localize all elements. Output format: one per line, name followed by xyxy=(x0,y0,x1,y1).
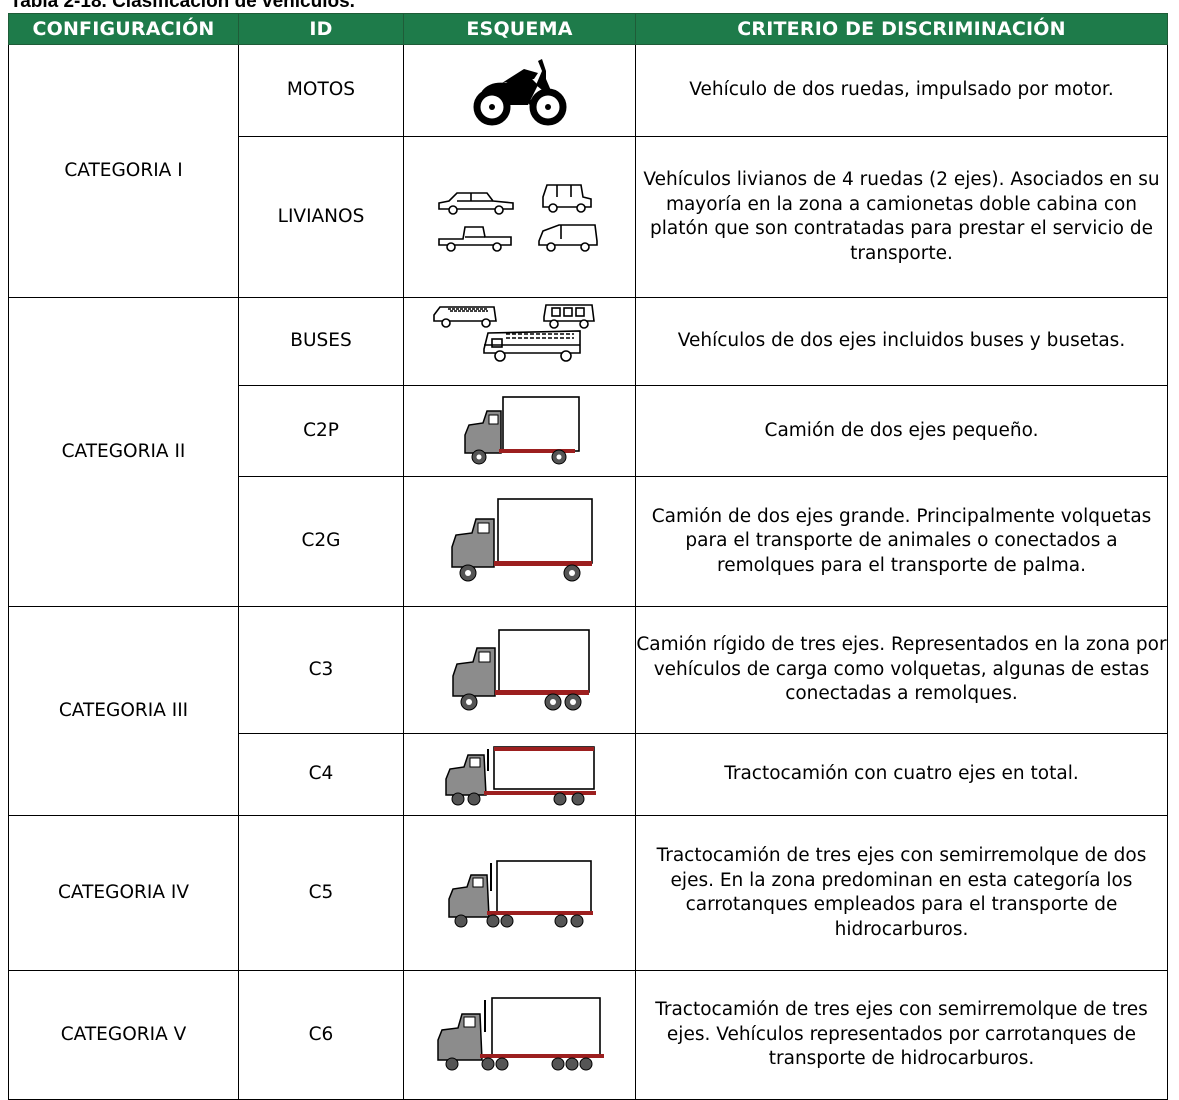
scheme-cell xyxy=(403,970,636,1100)
scheme-cell xyxy=(403,815,636,971)
truck-c6-icon xyxy=(436,997,604,1071)
scheme-cell xyxy=(403,44,636,137)
criterion-cell: Vehículos de dos ejes incluidos buses y … xyxy=(635,297,1168,386)
vehicle-id-cell: BUSES xyxy=(238,297,404,386)
table-row: CATEGORIA III C3 Camión rígido de tres e… xyxy=(8,606,1168,816)
criterion-cell: Camión de dos ejes pequeño. xyxy=(635,385,1168,477)
vehicle-id-cell: C2G xyxy=(238,476,404,607)
criterion-cell: Tractocamión de tres ejes con semirremol… xyxy=(635,970,1168,1100)
category-cell: CATEGORIA II xyxy=(8,297,239,607)
light-vehicles-icon xyxy=(437,184,598,252)
vehicle-id-cell: C4 xyxy=(238,733,404,816)
vehicle-classification-table: CONFIGURACIÓN ID ESQUEMA CRITERIO DE DIS… xyxy=(8,13,1168,1100)
truck-c2p-icon xyxy=(463,396,580,465)
truck-c5-icon xyxy=(447,860,593,928)
table-row: CATEGORIA IV C5 Tractocamión de tres eje… xyxy=(8,815,1168,971)
motorcycle-icon xyxy=(473,58,566,125)
vehicle-id-cell: C6 xyxy=(238,970,404,1100)
criterion-cell: Vehículos livianos de 4 ruedas (2 ejes).… xyxy=(635,136,1168,298)
table-row: C2G Camión de dos ejes grande. Principal… xyxy=(9,476,1168,607)
category-cell: CATEGORIA V xyxy=(8,970,239,1100)
scheme-cell xyxy=(403,606,636,734)
vehicle-id-cell: MOTOS xyxy=(238,44,404,137)
scheme-cell xyxy=(403,733,636,816)
header-id: ID xyxy=(238,13,404,45)
header-criterio: CRITERIO DE DISCRIMINACIÓN xyxy=(635,13,1168,45)
scheme-cell xyxy=(403,297,636,386)
truck-c3-icon xyxy=(451,629,590,711)
category-cell: CATEGORIA III xyxy=(8,606,239,816)
vehicle-id-cell: LIVIANOS xyxy=(238,136,404,298)
buses-icon xyxy=(432,303,595,362)
table-row: CATEGORIA II BUSES xyxy=(8,297,1168,607)
criterion-cell: Camión de dos ejes grande. Principalment… xyxy=(635,476,1168,607)
truck-c2g-icon xyxy=(450,497,593,581)
criterion-cell: Camión rígido de tres ejes. Representado… xyxy=(635,606,1168,734)
header-esquema: ESQUEMA xyxy=(403,13,636,45)
truck-c4-icon xyxy=(444,745,596,805)
scheme-cell xyxy=(403,136,636,298)
category-cell: CATEGORIA IV xyxy=(8,815,239,971)
table-row: LIVIANOS xyxy=(9,136,1168,298)
header-configuracion: CONFIGURACIÓN xyxy=(8,13,239,45)
vehicle-id-cell: C2P xyxy=(238,385,404,477)
vehicle-id-cell: C3 xyxy=(238,606,404,734)
table-caption: Tabla 2-18. Clasificación de vehículos. xyxy=(10,0,355,12)
table-header-row: CONFIGURACIÓN ID ESQUEMA CRITERIO DE DIS… xyxy=(8,13,1168,45)
criterion-cell: Tractocamión con cuatro ejes en total. xyxy=(635,733,1168,816)
table-row: CATEGORIA V C6 Tractocamión de tres ejes… xyxy=(8,970,1168,1100)
criterion-cell: Tractocamión de tres ejes con semirremol… xyxy=(635,815,1168,971)
table-row: CATEGORIA I MOTOS Vehículo de dos ruedas… xyxy=(8,44,1168,298)
table-row: C2P Camión de dos ejes pequeño. xyxy=(9,385,1168,477)
category-cell: CATEGORIA I xyxy=(8,44,239,298)
scheme-cell xyxy=(403,385,636,477)
criterion-cell: Vehículo de dos ruedas, impulsado por mo… xyxy=(635,44,1168,137)
vehicle-id-cell: C5 xyxy=(238,815,404,971)
scheme-cell xyxy=(403,476,636,607)
